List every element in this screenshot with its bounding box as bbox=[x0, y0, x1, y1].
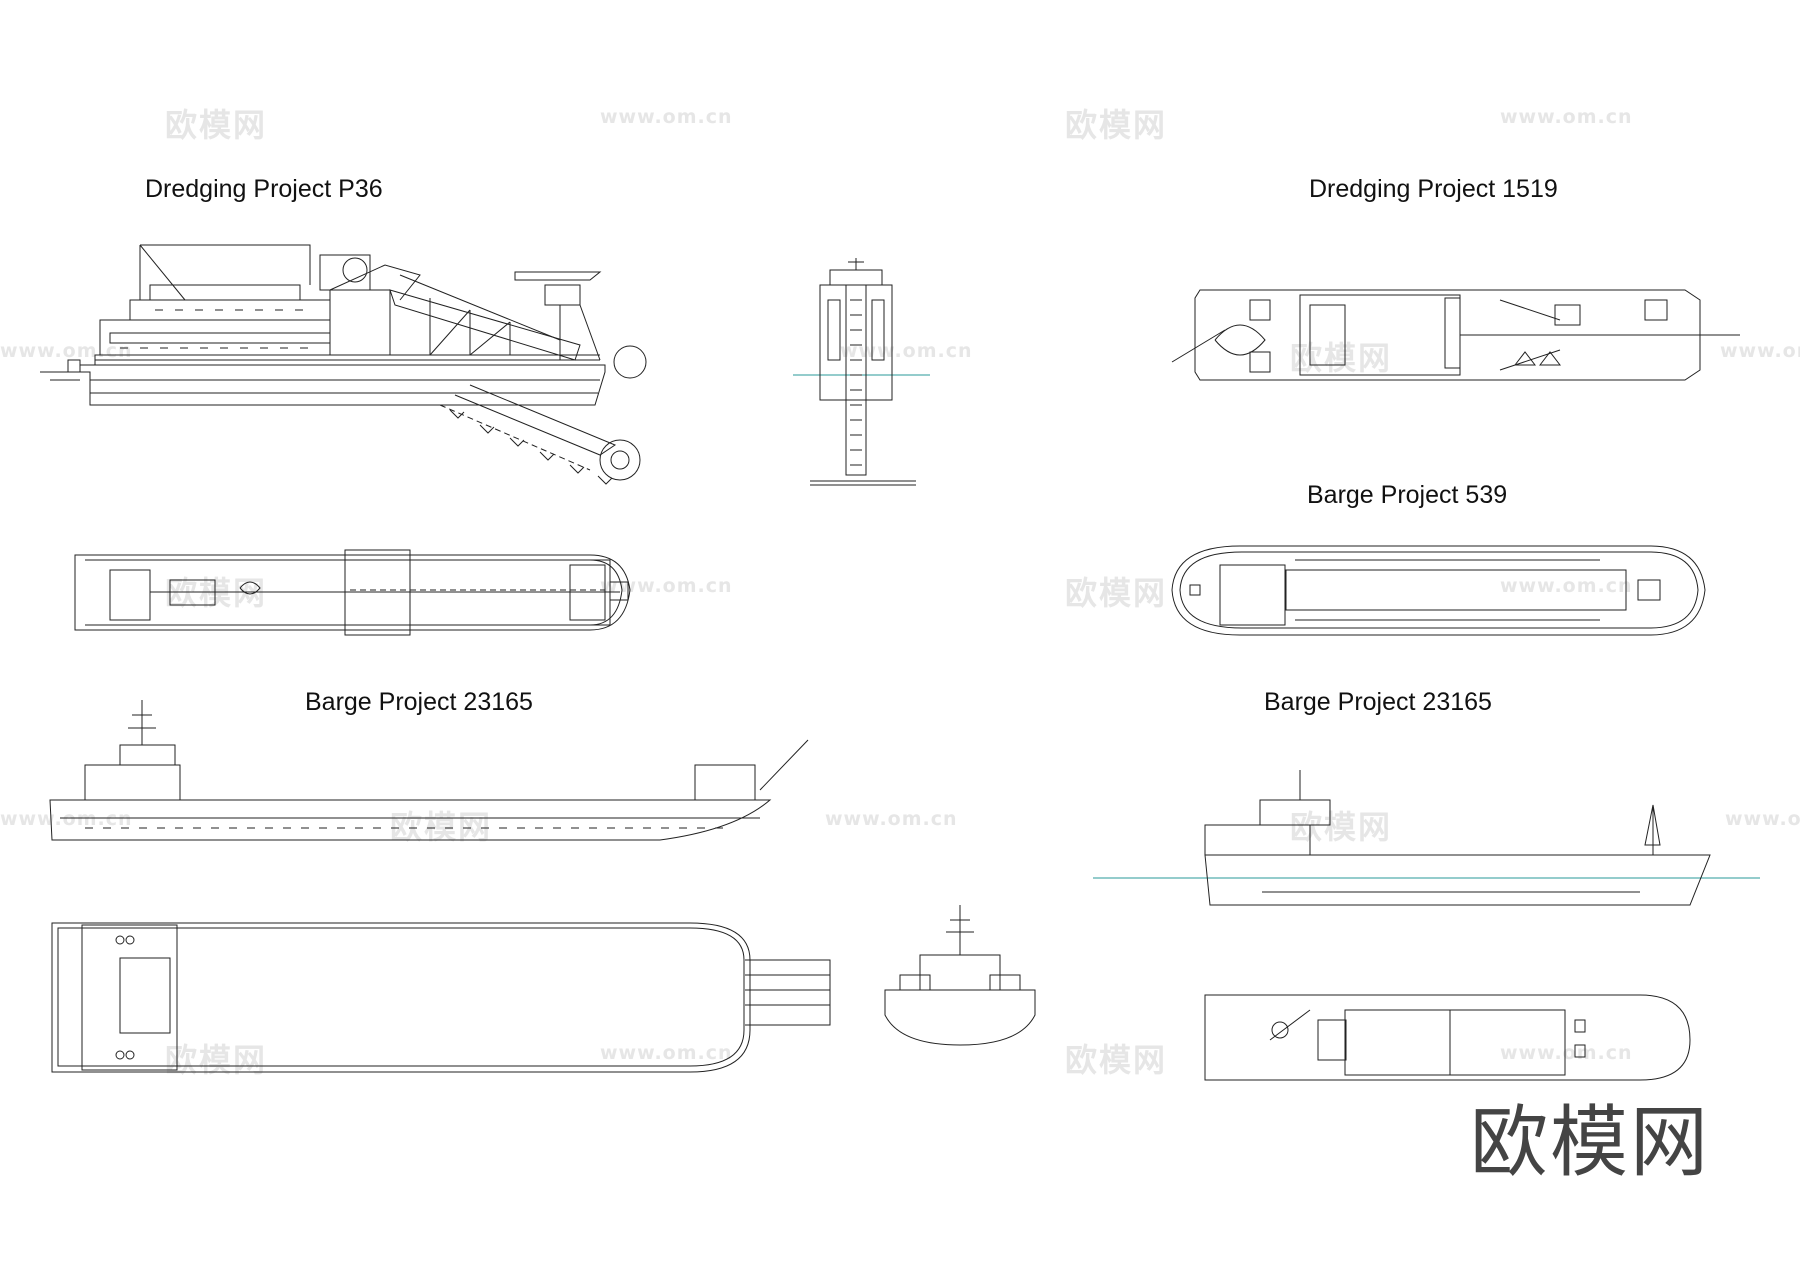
barge-539-plan-view bbox=[1172, 546, 1705, 635]
barge-23165-plan-view bbox=[52, 923, 830, 1072]
barge-23165-right-plan-view bbox=[1205, 995, 1690, 1080]
dredger-p36-plan-view bbox=[75, 550, 630, 635]
title-dredging-1519: Dredging Project 1519 bbox=[1309, 175, 1558, 203]
title-barge-539: Barge Project 539 bbox=[1307, 481, 1508, 509]
barge-23165-right-side-view bbox=[1093, 770, 1760, 905]
title-barge-23165-right: Barge Project 23165 bbox=[1264, 688, 1492, 716]
title-barge-23165-left: Barge Project 23165 bbox=[305, 688, 533, 716]
brand-watermark: 欧模网 bbox=[1470, 1098, 1711, 1188]
dredger-p36-section-view bbox=[793, 258, 930, 485]
dredger-1519-plan-view bbox=[1172, 290, 1740, 380]
barge-23165-stern-view bbox=[885, 905, 1035, 1045]
title-dredging-p36: Dredging Project P36 bbox=[145, 175, 383, 203]
dredger-p36-side-view bbox=[40, 245, 646, 484]
barge-23165-side-view bbox=[50, 700, 808, 840]
